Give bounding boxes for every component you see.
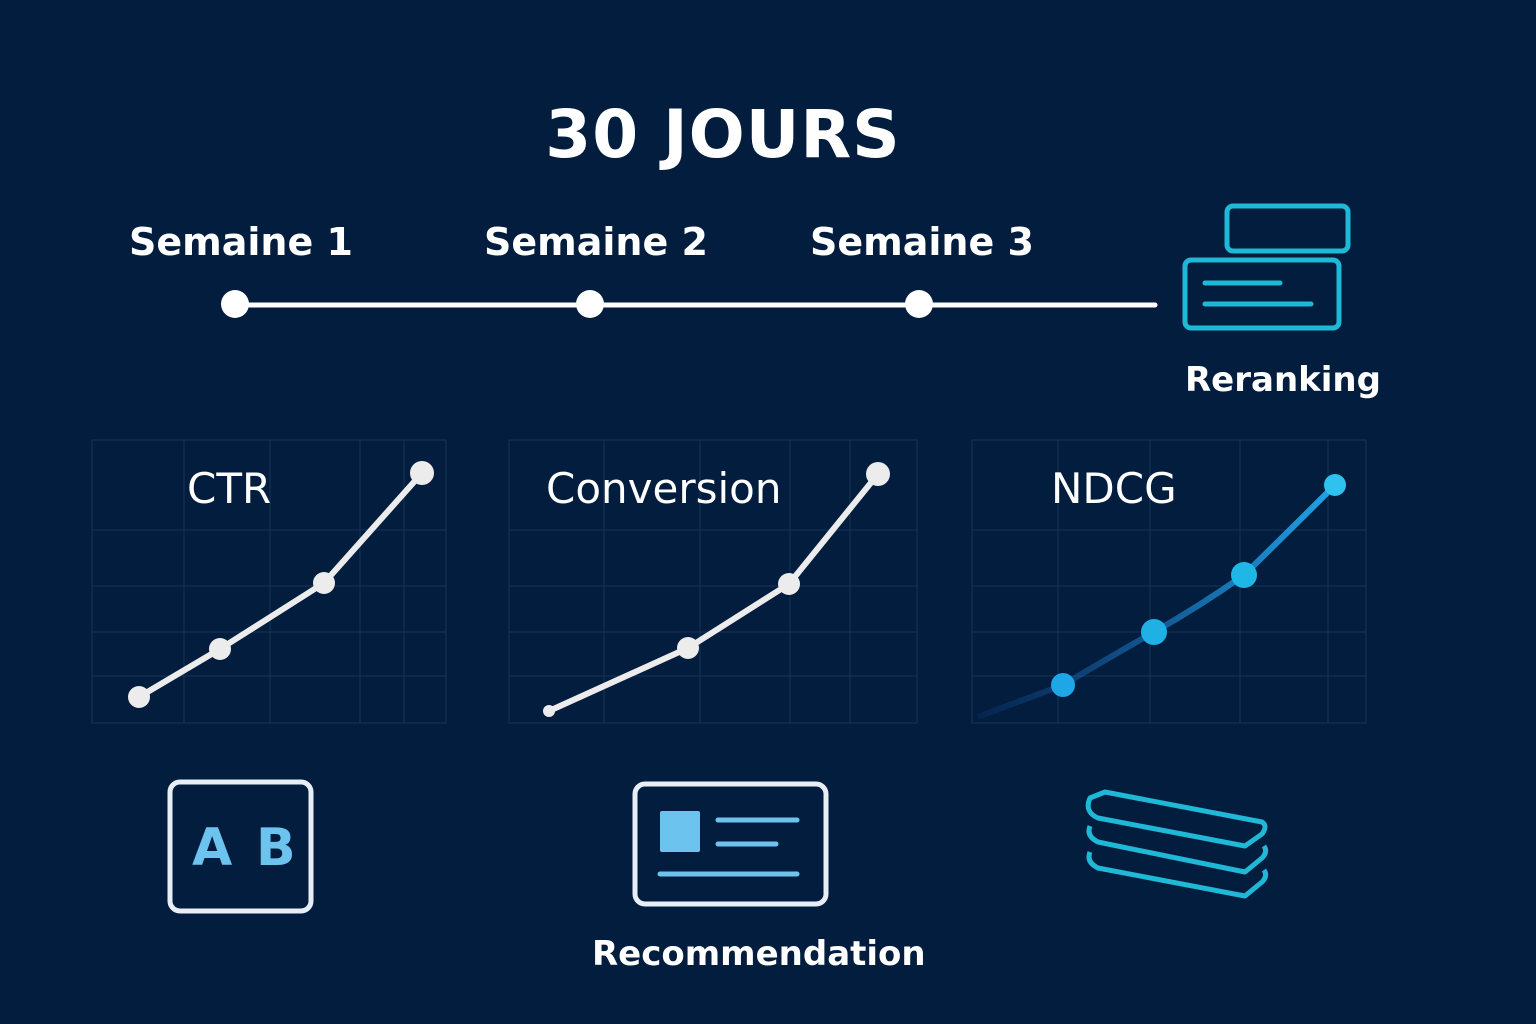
conversion-point-4	[866, 462, 890, 486]
ab-letter-a: A	[192, 818, 233, 878]
ndcg-point-3	[1231, 562, 1257, 588]
timeline-dot-week-2	[576, 290, 604, 318]
page-title: 30 JOURS	[545, 96, 901, 173]
ctr-point-1	[128, 686, 150, 708]
reranking-label: Reranking	[1185, 360, 1381, 400]
chart-ctr-line	[128, 461, 434, 708]
week-label-1: Semaine 1	[129, 220, 353, 264]
chart-conversion-grid	[508, 439, 918, 724]
chart-ctr-grid	[91, 439, 447, 724]
reranking-cards-icon	[1182, 203, 1351, 331]
recommendation-label: Recommendation	[592, 934, 926, 974]
chart-conversion-line	[543, 462, 890, 717]
conversion-point-1	[543, 705, 555, 717]
week-label-2: Semaine 2	[484, 220, 708, 264]
week-label-3: Semaine 3	[810, 220, 1034, 264]
chart-title-conversion: Conversion	[546, 464, 782, 513]
ctr-point-4	[410, 461, 434, 485]
ctr-point-3	[313, 572, 335, 594]
chart-title-ctr: CTR	[187, 464, 272, 513]
ndcg-point-2	[1141, 619, 1167, 645]
chart-title-ndcg: NDCG	[1051, 464, 1177, 513]
timeline-dot-week-1	[221, 290, 249, 318]
timeline-dot-week-3	[905, 290, 933, 318]
stacked-layers-icon	[1085, 789, 1269, 899]
conversion-point-2	[677, 637, 699, 659]
recommendation-card-icon	[632, 781, 829, 907]
timeline	[120, 290, 1158, 318]
ab-letter-b: B	[256, 818, 296, 878]
ndcg-point-4	[1324, 474, 1346, 496]
ctr-point-2	[209, 638, 231, 660]
ab-test-icon	[167, 779, 314, 914]
chart-ndcg-line	[977, 474, 1346, 719]
conversion-point-3	[778, 573, 800, 595]
ndcg-point-1	[1051, 673, 1075, 697]
